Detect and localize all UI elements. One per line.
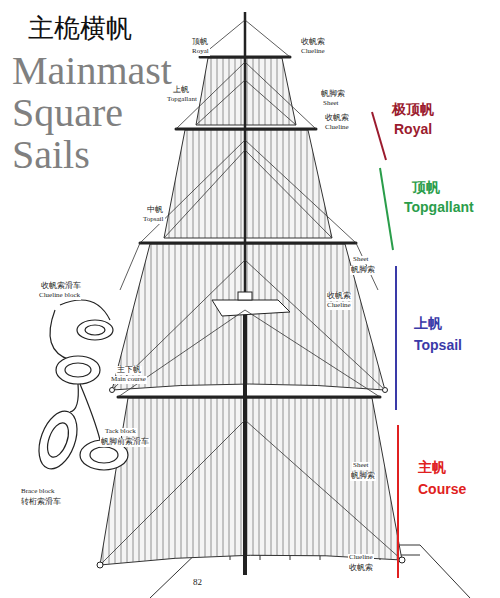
part-label: Clueline xyxy=(326,302,352,310)
part-label: 收帆索 xyxy=(300,38,326,47)
part-label: 顶帆 xyxy=(191,38,209,47)
part-label: 收帆索 xyxy=(324,114,350,123)
part-label: Clueline xyxy=(324,124,350,132)
part-label: 上帆 xyxy=(172,86,190,95)
part-label: Topgallant xyxy=(166,96,198,104)
part-label: 帆脚索 xyxy=(350,472,376,481)
part-label: 收帆索 xyxy=(348,564,374,573)
part-label: 帆脚前索滑车 xyxy=(100,438,150,447)
part-label: 收帆索滑车 xyxy=(40,282,82,291)
part-label: Sheet xyxy=(352,256,370,264)
part-label: 转桁索滑车 xyxy=(20,498,62,507)
part-label: Main course xyxy=(110,376,147,384)
part-label: Clueline xyxy=(300,48,326,56)
part-label: Clueline block xyxy=(38,292,81,300)
part-label: Sheet xyxy=(322,100,340,108)
part-label: 帆脚索 xyxy=(350,266,376,275)
sail-name: Royal xyxy=(394,122,432,137)
part-label: 中帆 xyxy=(146,206,164,215)
sail-name: Topgallant xyxy=(404,200,474,215)
part-label: 帆脚索 xyxy=(320,90,346,99)
part-label: 主下帆 xyxy=(116,366,142,375)
part-label: 82 xyxy=(192,578,203,588)
chinese-title: 主桅横帆 xyxy=(28,14,132,43)
part-label: Sheet xyxy=(352,462,370,470)
part-label: Royal xyxy=(191,48,210,56)
sail-name: Course xyxy=(418,482,466,497)
sail-name: 上帆 xyxy=(414,316,442,331)
part-label: Topsail xyxy=(142,216,165,224)
sail-name: 极顶帆 xyxy=(392,102,434,117)
part-label: Clueline xyxy=(348,554,374,562)
sail-name: 主帆 xyxy=(418,460,446,475)
part-label: Brace block xyxy=(20,488,56,496)
part-label: 收帆索 xyxy=(326,292,352,301)
sail-name: 顶帆 xyxy=(412,180,440,195)
title: Mainmast Square Sails xyxy=(12,50,202,176)
part-label: Tack block xyxy=(104,428,137,436)
sail-name: Topsail xyxy=(414,338,462,353)
